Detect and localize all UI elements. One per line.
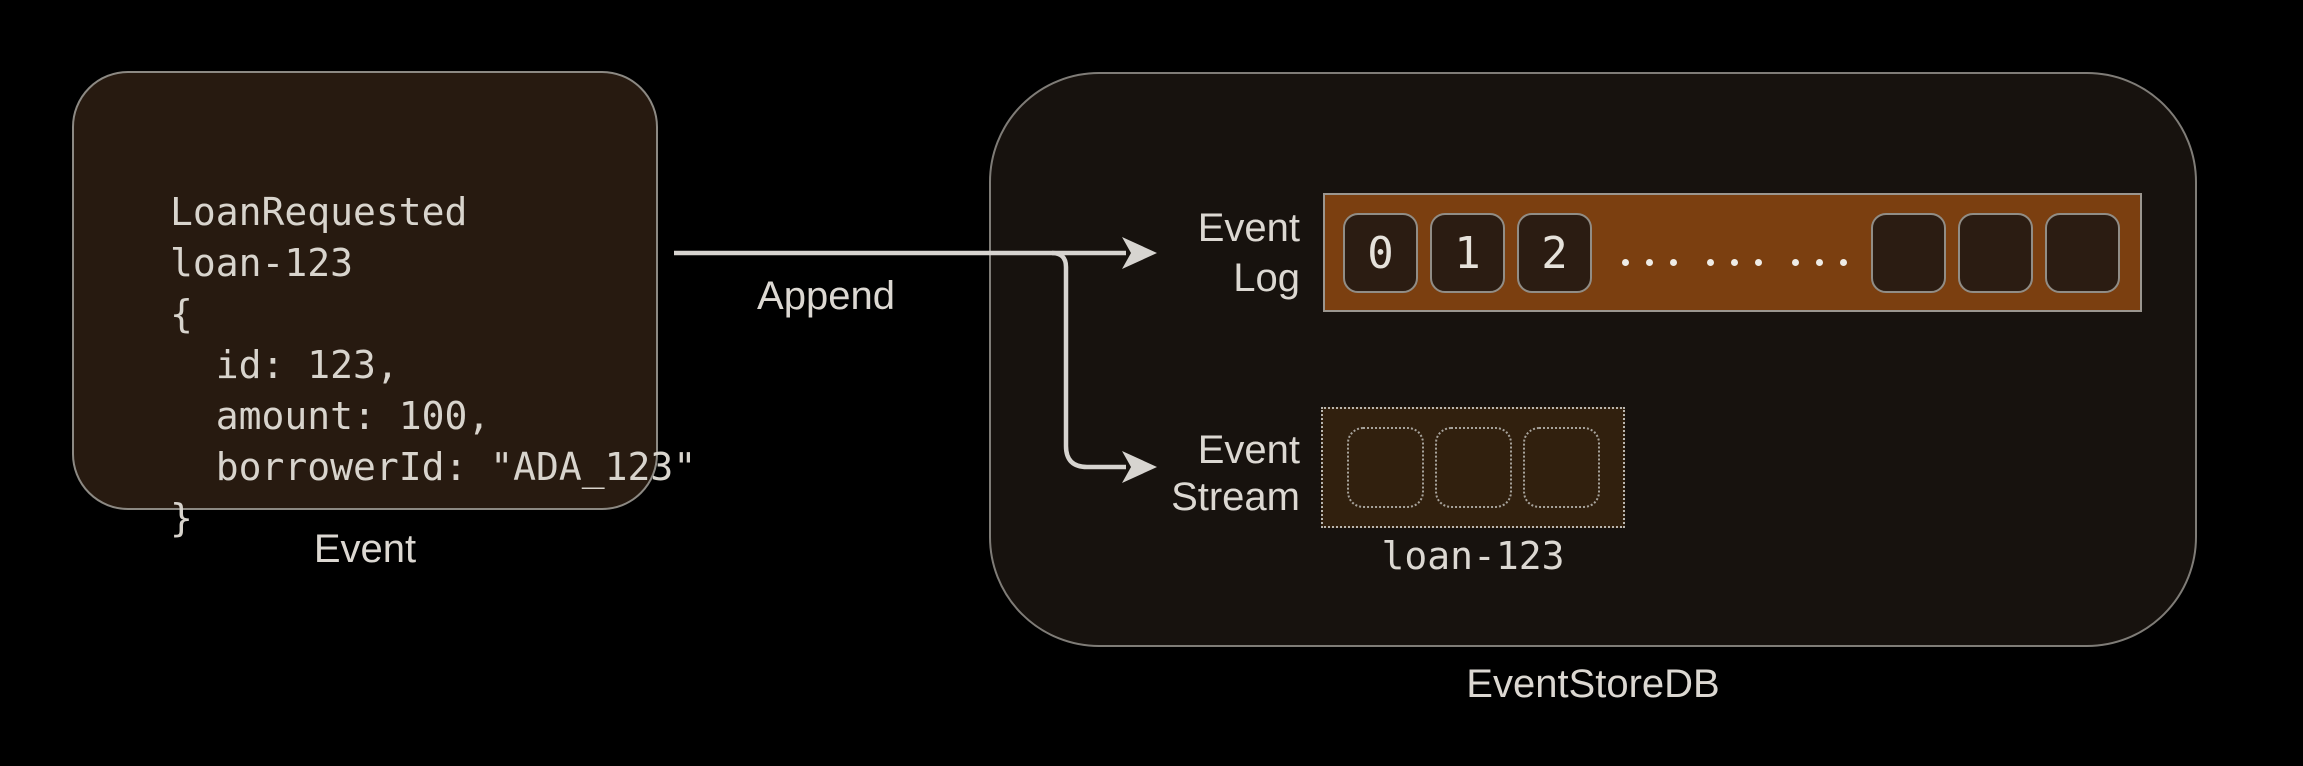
event-stream-label: Event Stream <box>1171 427 1300 521</box>
log-cell-empty <box>1958 213 2033 293</box>
log-cell: 2 <box>1517 213 1592 293</box>
event-stream-box <box>1321 407 1625 528</box>
ellipsis-dot <box>1840 259 1847 266</box>
log-cell-empty <box>1871 213 1946 293</box>
append-label: Append <box>757 274 895 318</box>
event-stream-label-line1: Event <box>1197 428 1300 472</box>
code-line: { <box>170 292 193 336</box>
eventstoredb-container <box>989 72 2197 647</box>
log-cell-empty <box>2045 213 2120 293</box>
ellipsis-dot <box>1646 259 1653 266</box>
stream-placeholder-cell <box>1346 427 1424 508</box>
ellipsis-dot <box>1731 259 1738 266</box>
ellipsis-group <box>1707 259 1762 266</box>
ellipsis-dot <box>1707 259 1714 266</box>
stream-name-label: loan-123 <box>1381 534 1565 578</box>
log-cell: 0 <box>1343 213 1418 293</box>
log-cell: 1 <box>1430 213 1505 293</box>
code-line: loan-123 <box>170 241 354 285</box>
stream-placeholder-cell <box>1434 427 1512 508</box>
code-line: id: 123, <box>170 343 399 387</box>
event-log-label-line2: Log <box>1233 256 1300 300</box>
event-stream-label-line2: Stream <box>1171 475 1300 519</box>
ellipsis-dot <box>1816 259 1823 266</box>
code-line: } <box>170 496 193 540</box>
event-card-label: Event <box>313 527 417 571</box>
event-card: LoanRequested loan-123 { id: 123, amount: … <box>72 71 696 540</box>
eventstoredb-label: EventStoreDB <box>1466 662 1720 706</box>
code-line: LoanRequested <box>170 190 468 234</box>
ellipsis-group <box>1622 259 1677 266</box>
ellipsis-dot <box>1792 259 1799 266</box>
ellipsis-dots <box>1622 259 1847 266</box>
event-log-empty-cells <box>1871 213 2120 293</box>
ellipsis-dot <box>1670 259 1677 266</box>
event-log-label: Event Log <box>1198 203 1300 303</box>
stream-placeholder-cell <box>1522 427 1600 508</box>
ellipsis-group <box>1792 259 1847 266</box>
ellipsis-dot <box>1755 259 1762 266</box>
event-log-label-line1: Event <box>1197 206 1300 250</box>
event-code-block: LoanRequested loan-123 { id: 123, amount: … <box>170 187 696 544</box>
ellipsis-dot <box>1622 259 1629 266</box>
code-line: borrowerId: "ADA_123" <box>170 445 697 489</box>
code-line: amount: 100, <box>170 394 491 438</box>
